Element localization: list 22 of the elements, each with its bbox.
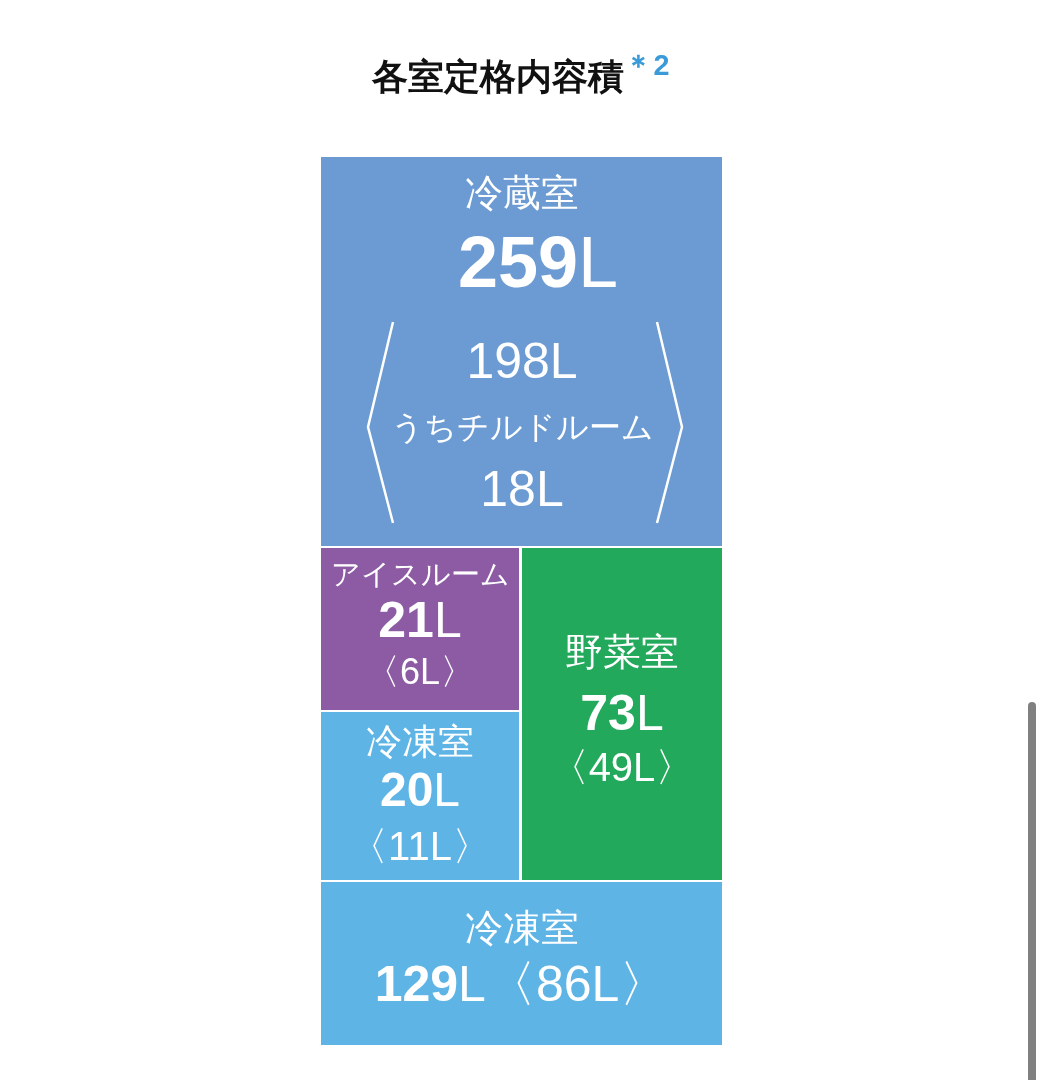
capacity-value: 73L <box>580 685 664 742</box>
title: 各室定格内容積$^{＊2}$ <box>372 52 670 99</box>
compartment-label: 野菜室 <box>565 630 679 674</box>
compartment-box <box>321 712 519 880</box>
compartment-box <box>321 157 722 546</box>
capacity-note: 〈6L〉 <box>364 651 476 692</box>
compartment-box <box>522 548 722 880</box>
compartment-box <box>321 882 722 1045</box>
capacity-note: 〈11L〉 <box>348 823 492 869</box>
compartment-label: アイスルーム <box>330 558 510 591</box>
compartment-box <box>321 548 519 710</box>
capacity-note: 198L <box>466 333 578 390</box>
capacity-value: 21L <box>378 592 462 649</box>
compartment-label: 冷凍室 <box>366 721 474 762</box>
capacity-value: 18L <box>480 461 564 518</box>
capacity-value: 129L〈86L〉 <box>374 956 670 1013</box>
capacity-value: 20L <box>379 762 461 817</box>
compartment-label: 冷凍室 <box>465 906 579 950</box>
capacity-note: 〈49L〉 <box>548 744 696 790</box>
compartment-label: うちチルドルーム <box>390 409 654 446</box>
compartment-label: 冷蔵室 <box>465 171 579 215</box>
capacity-value: 259L <box>457 221 619 304</box>
